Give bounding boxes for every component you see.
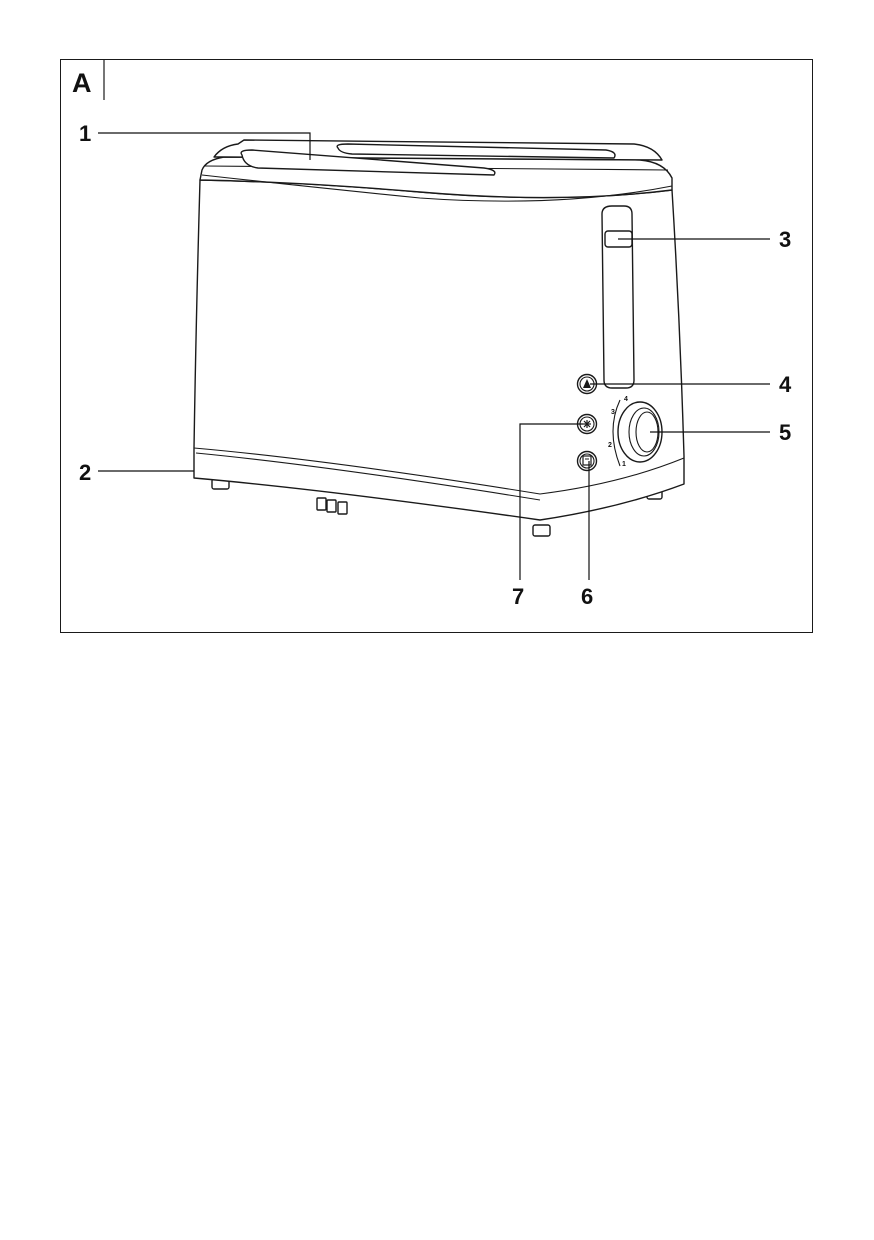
slot-back [336, 143, 616, 159]
leader-lines [98, 132, 770, 580]
panel-letter: A [72, 68, 92, 98]
dial-mark-1: 1 [622, 461, 626, 468]
foot-front-right [532, 524, 551, 537]
base-band-line [193, 447, 685, 495]
callout-3: 3 [779, 227, 791, 252]
callout-7: 7 [512, 584, 524, 609]
leader-7 [519, 423, 583, 580]
figure-frame [60, 59, 813, 633]
dial-scale-arc [612, 399, 621, 467]
callout-2: 2 [79, 460, 91, 485]
callout-1: 1 [79, 121, 91, 146]
top-lid-edge [201, 174, 673, 202]
dial-mark-3: 3 [611, 409, 615, 416]
button-cancel [576, 450, 598, 472]
callout-6: 6 [581, 584, 593, 609]
callout-labels: 1 2 3 4 5 6 7 [79, 121, 792, 609]
callout-4: 4 [779, 372, 792, 397]
dial-mark-2: 2 [608, 442, 612, 449]
leader-1 [98, 132, 311, 160]
reheat-icon [583, 379, 591, 388]
cancel-icon [582, 455, 592, 466]
slot-front [240, 149, 496, 176]
lever-channel [601, 205, 635, 389]
callout-5: 5 [779, 420, 791, 445]
dial-mark-4: 4 [624, 396, 628, 403]
toaster-body: 4 3 2 1 [193, 139, 685, 537]
defrost-snowflake-icon [583, 420, 591, 428]
cord-clips [316, 497, 348, 515]
base-inner-line [195, 452, 541, 501]
